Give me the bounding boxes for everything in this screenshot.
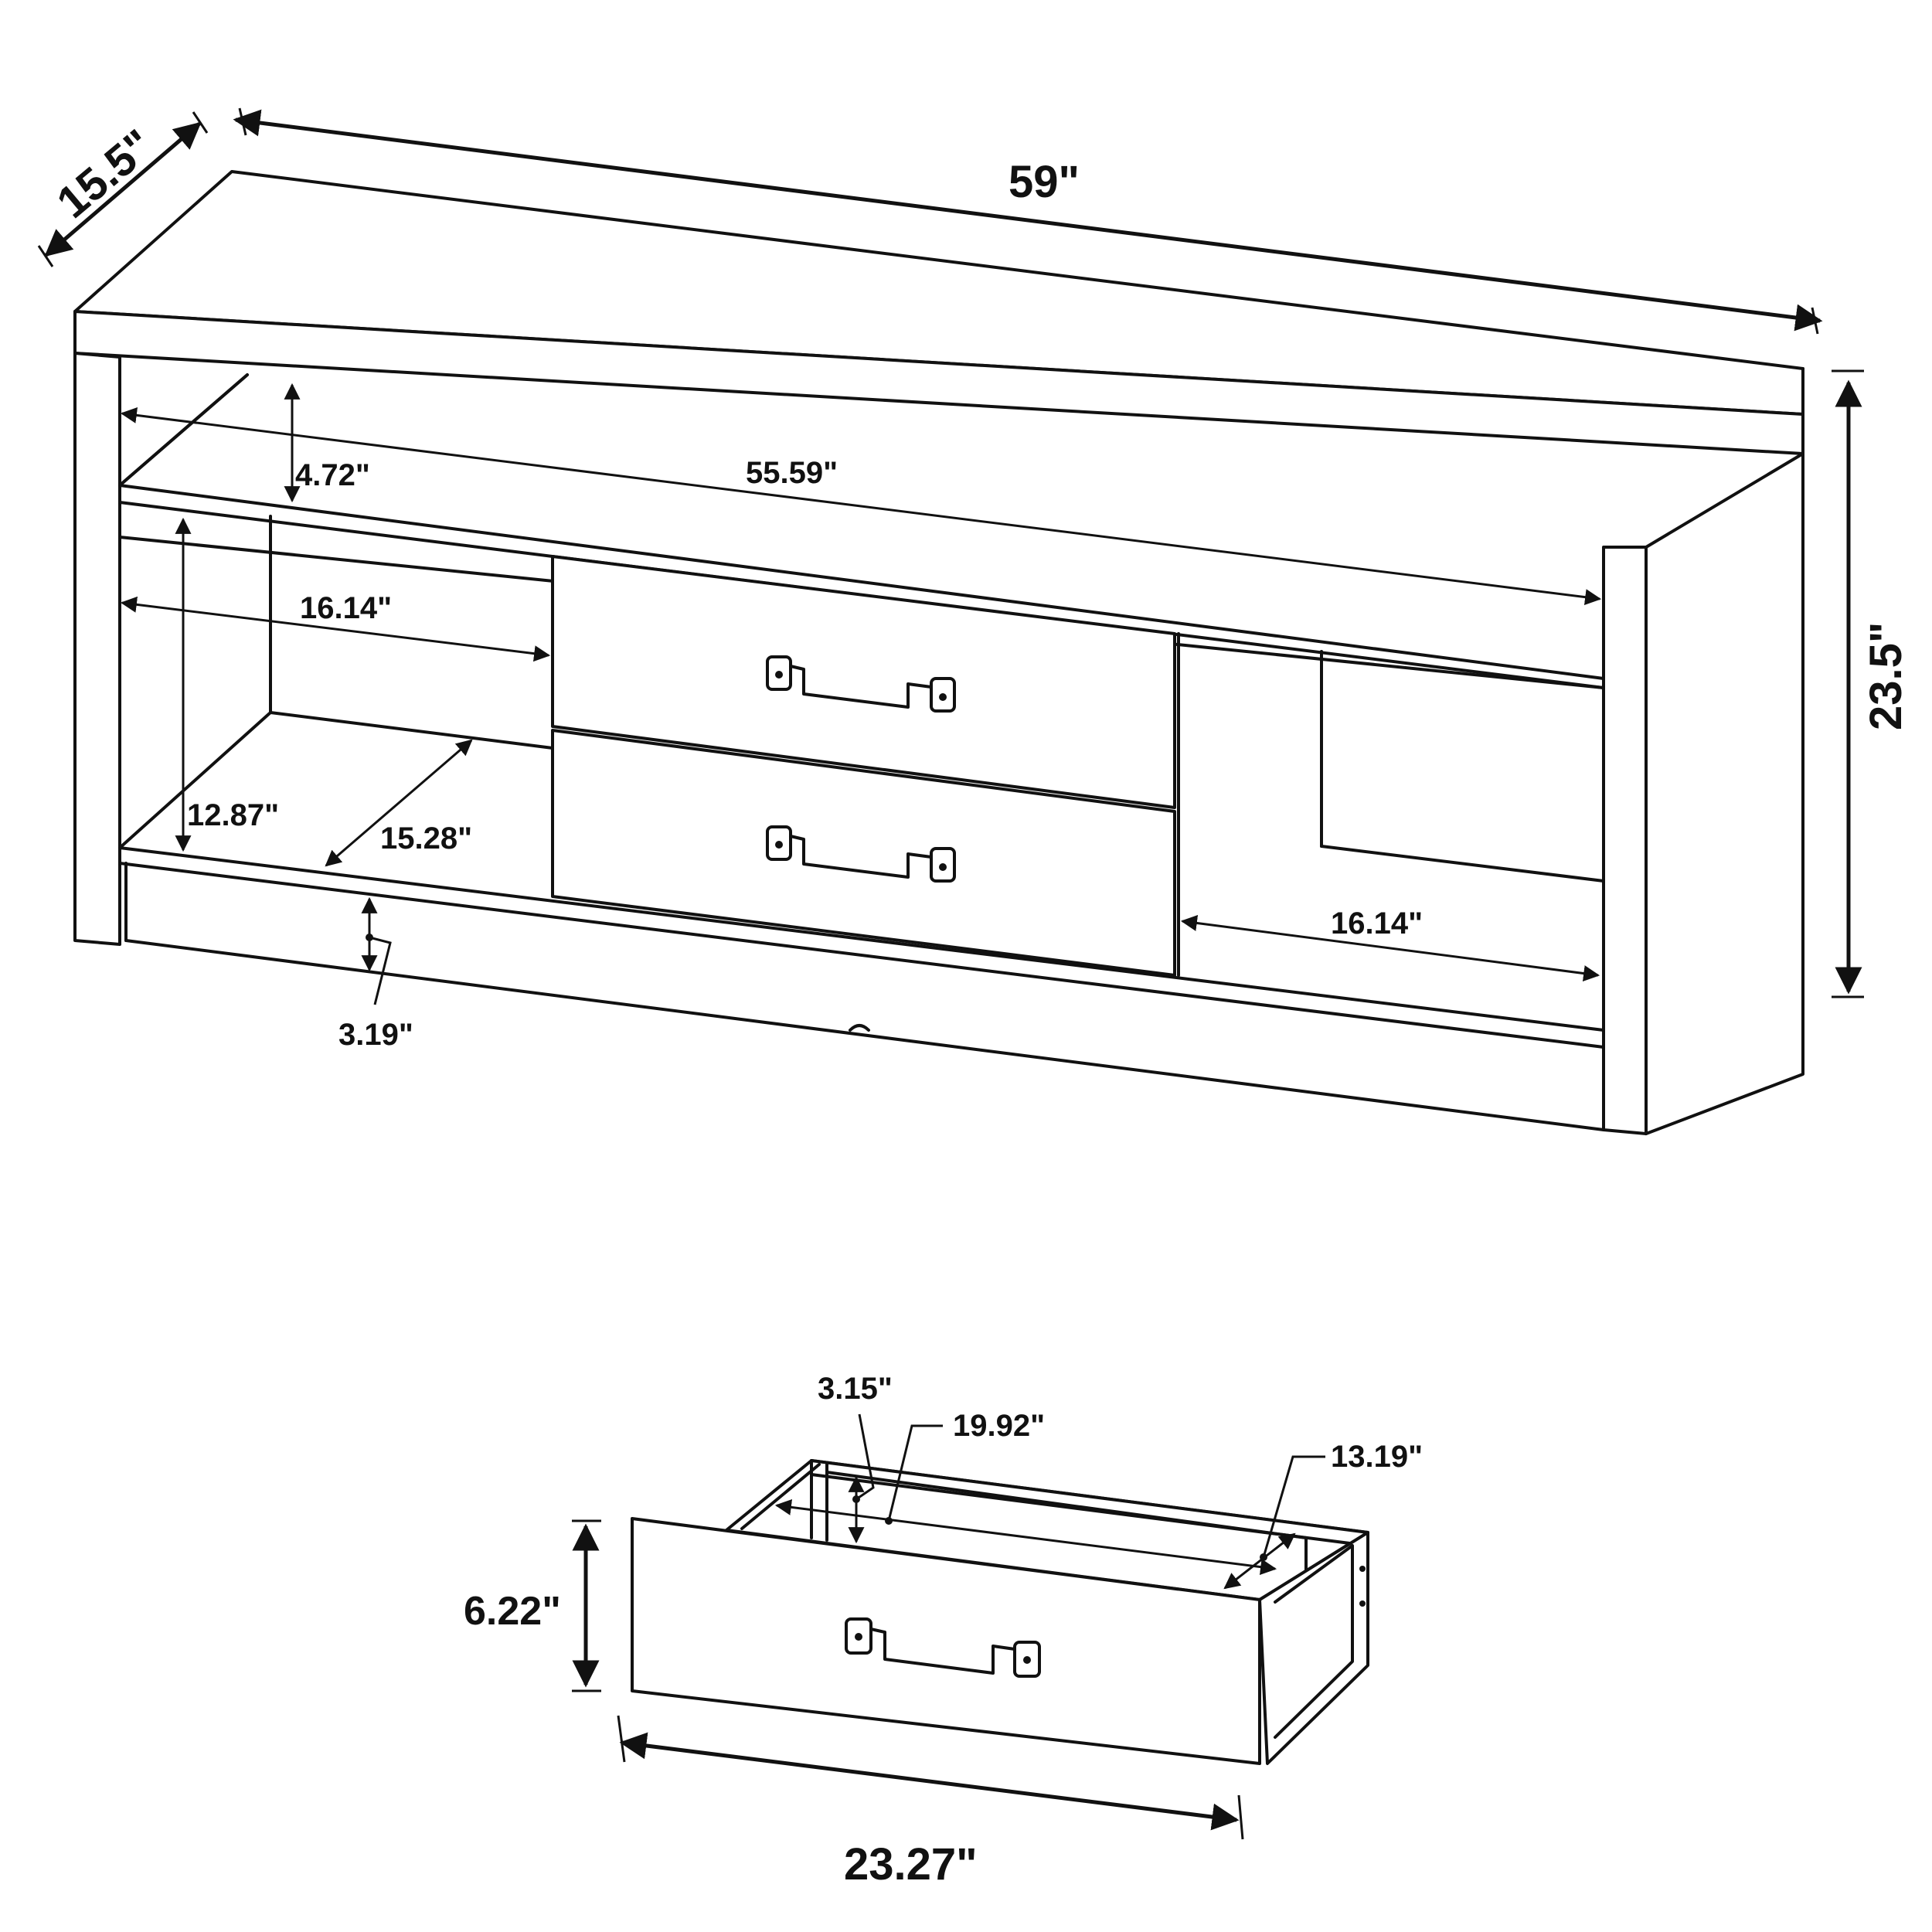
- drawer-height-label: 6.22": [464, 1589, 561, 1634]
- right-cubby-width-label: 16.14": [1331, 906, 1423, 940]
- top-shelf-height-label: 4.72": [295, 458, 370, 492]
- drawer-inner-depth-label: 3.15": [818, 1372, 893, 1406]
- drawer-dimension-lines: [572, 1413, 1325, 1840]
- drawer-inner-width-label: 19.92": [953, 1409, 1045, 1443]
- drawer-drawing: [631, 1459, 1369, 1765]
- drawer-handle-icon: [766, 655, 956, 713]
- inner-width-label: 55.59": [746, 456, 838, 490]
- overall-width-label: 59": [1009, 157, 1080, 207]
- overall-depth-label: 15.5": [48, 120, 163, 228]
- overall-height-label: 23.5": [1861, 622, 1911, 730]
- left-cubby-height-label: 12.87": [187, 798, 279, 832]
- tv-stand-drawing: [73, 170, 1804, 1135]
- left-cubby-width-label: 16.14": [300, 591, 392, 625]
- base-height-label: 3.19": [338, 1018, 413, 1052]
- stand-dimension-lines: [37, 107, 1864, 1005]
- cubby-depth-label: 15.28": [380, 821, 472, 855]
- drawer-inner-length-label: 13.19": [1331, 1440, 1423, 1474]
- drawer-width-label: 23.27": [844, 1839, 978, 1889]
- drawer-handle-icon: [766, 825, 956, 883]
- drawer-handle-icon: [845, 1617, 1041, 1678]
